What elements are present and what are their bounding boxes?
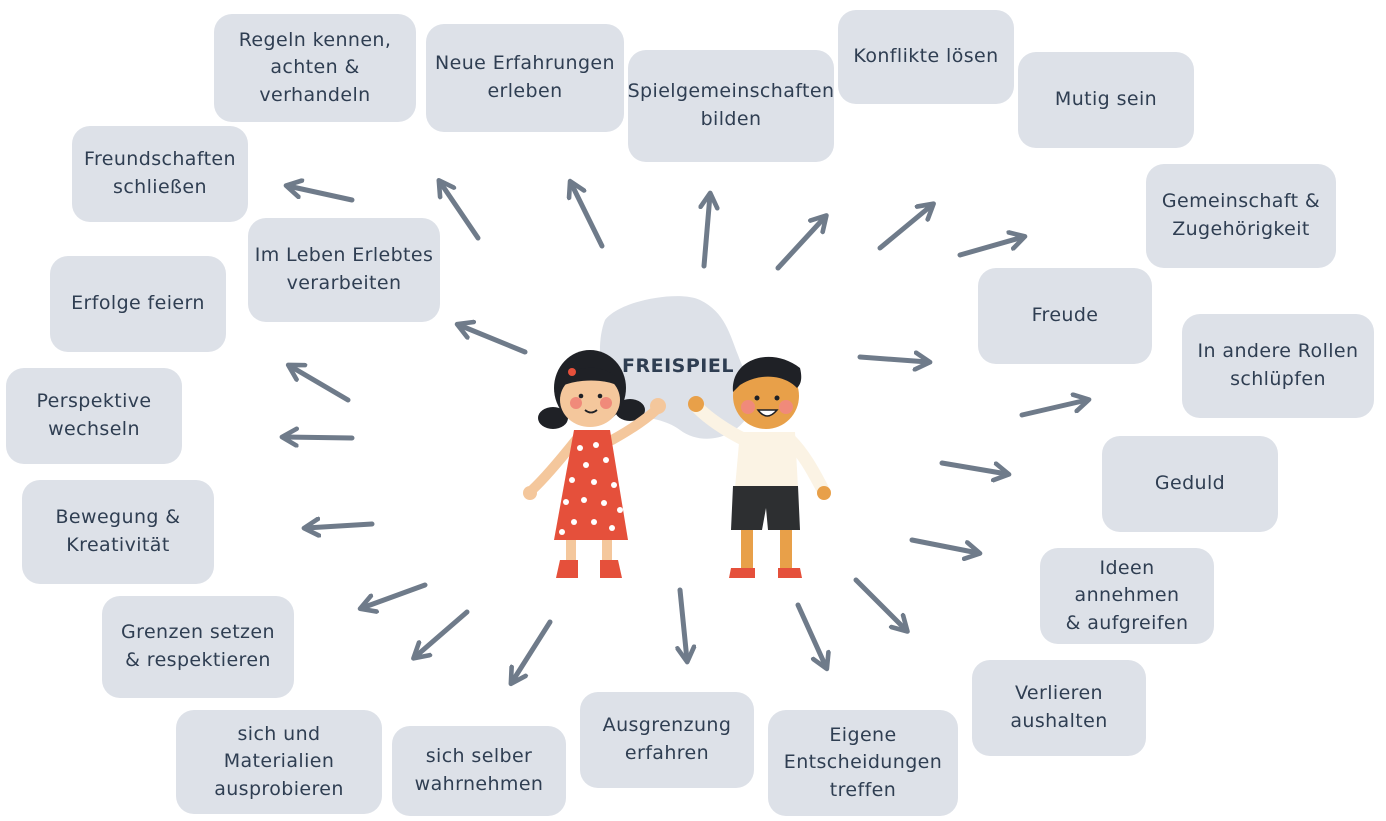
node-erlebtes: Im Leben Erlebtes verarbeiten: [248, 218, 440, 322]
node-label: In andere Rollen schlüpfen: [1197, 340, 1359, 390]
node-label: Bewegung & Kreativität: [55, 506, 181, 556]
node-ideen: Ideen annehmen & aufgreifen: [1040, 548, 1214, 644]
node-spielgemeinschaften: Spielgemeinschaften bilden: [628, 50, 834, 162]
children-illustration: [523, 350, 831, 578]
node-geduld: Geduld: [1102, 436, 1278, 532]
node-label: Perspektive wechseln: [36, 390, 152, 440]
node-label: Im Leben Erlebtes verarbeiten: [254, 244, 434, 294]
center-title: FREISPIEL: [622, 355, 734, 377]
node-label: Mutig sein: [1054, 88, 1158, 111]
node-konflikte: Konflikte lösen: [838, 10, 1014, 104]
node-verlieren: Verlieren aushalten: [972, 660, 1146, 756]
node-ausgrenzung: Ausgrenzung erfahren: [580, 692, 754, 788]
node-freundschaften: Freundschaften schließen: [72, 126, 248, 222]
node-gemeinschaft: Gemeinschaft & Zugehörigkeit: [1146, 164, 1336, 268]
node-neue-erfahrungen: Neue Erfahrungen erleben: [426, 24, 624, 132]
node-label: Neue Erfahrungen erleben: [435, 52, 615, 102]
node-label: Konflikte lösen: [853, 45, 999, 68]
node-label: Grenzen setzen & respektieren: [121, 621, 275, 671]
node-label: sich und Materialien ausprobieren: [214, 722, 344, 800]
node-label: Freude: [1031, 304, 1099, 327]
node-regeln: Regeln kennen, achten & verhandeln: [214, 14, 416, 122]
node-rollen: In andere Rollen schlüpfen: [1182, 314, 1374, 418]
boy-figure: [688, 356, 831, 578]
node-label: sich selber wahrnehmen: [414, 745, 544, 795]
node-label: Gemeinschaft & Zugehörigkeit: [1161, 190, 1321, 240]
node-materialien: sich und Materialien ausprobieren: [176, 710, 382, 814]
node-label: Freundschaften schließen: [84, 148, 236, 198]
node-label: Regeln kennen, achten & verhandeln: [238, 28, 392, 106]
girl-figure: [523, 350, 666, 578]
node-mutig: Mutig sein: [1018, 52, 1194, 148]
node-selber: sich selber wahrnehmen: [392, 726, 566, 816]
node-label: Geduld: [1154, 472, 1226, 495]
node-bewegung: Bewegung & Kreativität: [22, 480, 214, 584]
node-erfolge: Erfolge feiern: [50, 256, 226, 352]
node-freude: Freude: [978, 268, 1152, 364]
node-label: Erfolge feiern: [71, 292, 205, 315]
node-entscheidungen: Eigene Entscheidungen treffen: [768, 710, 958, 816]
node-perspektive: Perspektive wechseln: [6, 368, 182, 464]
node-label: Ideen annehmen & aufgreifen: [1065, 556, 1189, 634]
node-label: Ausgrenzung erfahren: [602, 714, 732, 764]
node-grenzen: Grenzen setzen & respektieren: [102, 596, 294, 698]
node-label: Verlieren aushalten: [1010, 682, 1108, 732]
node-label: Eigene Entscheidungen treffen: [783, 723, 943, 801]
node-label: Spielgemeinschaften bilden: [627, 80, 835, 130]
